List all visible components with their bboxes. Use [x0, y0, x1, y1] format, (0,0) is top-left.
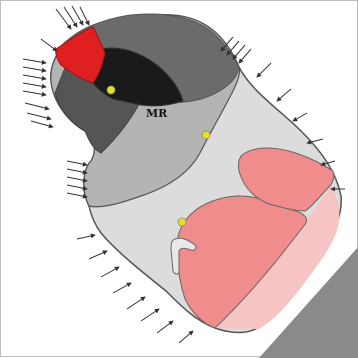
incoming-arrow — [23, 75, 46, 79]
incoming-arrow — [77, 235, 95, 239]
incoming-arrow — [25, 103, 49, 109]
incoming-arrow — [31, 121, 53, 127]
incoming-arrow — [41, 39, 57, 51]
incoming-arrow — [141, 309, 159, 321]
incoming-arrow — [179, 331, 193, 343]
incoming-arrow — [67, 161, 87, 165]
incoming-arrow — [257, 63, 271, 77]
incoming-arrow — [56, 9, 71, 29]
incoming-arrow — [23, 67, 46, 71]
incoming-arrow — [277, 89, 291, 101]
incoming-arrow — [27, 113, 51, 119]
incoming-arrow — [157, 321, 173, 333]
incoming-arrow — [67, 169, 87, 173]
incoming-arrow — [113, 283, 131, 293]
marker-pink — [178, 218, 186, 226]
incoming-arrow — [64, 7, 77, 27]
incoming-arrow — [239, 49, 251, 63]
mr-label: MR — [146, 107, 168, 120]
incoming-arrow — [293, 113, 307, 121]
marker-core — [107, 86, 115, 94]
incoming-arrow — [23, 59, 46, 63]
incoming-arrow — [101, 267, 119, 277]
marker-middle — [202, 131, 210, 139]
incoming-arrow — [23, 83, 46, 87]
incoming-arrow — [233, 45, 245, 59]
incoming-arrow — [127, 297, 145, 309]
incoming-arrow — [23, 91, 46, 95]
incoming-arrow — [89, 251, 107, 259]
